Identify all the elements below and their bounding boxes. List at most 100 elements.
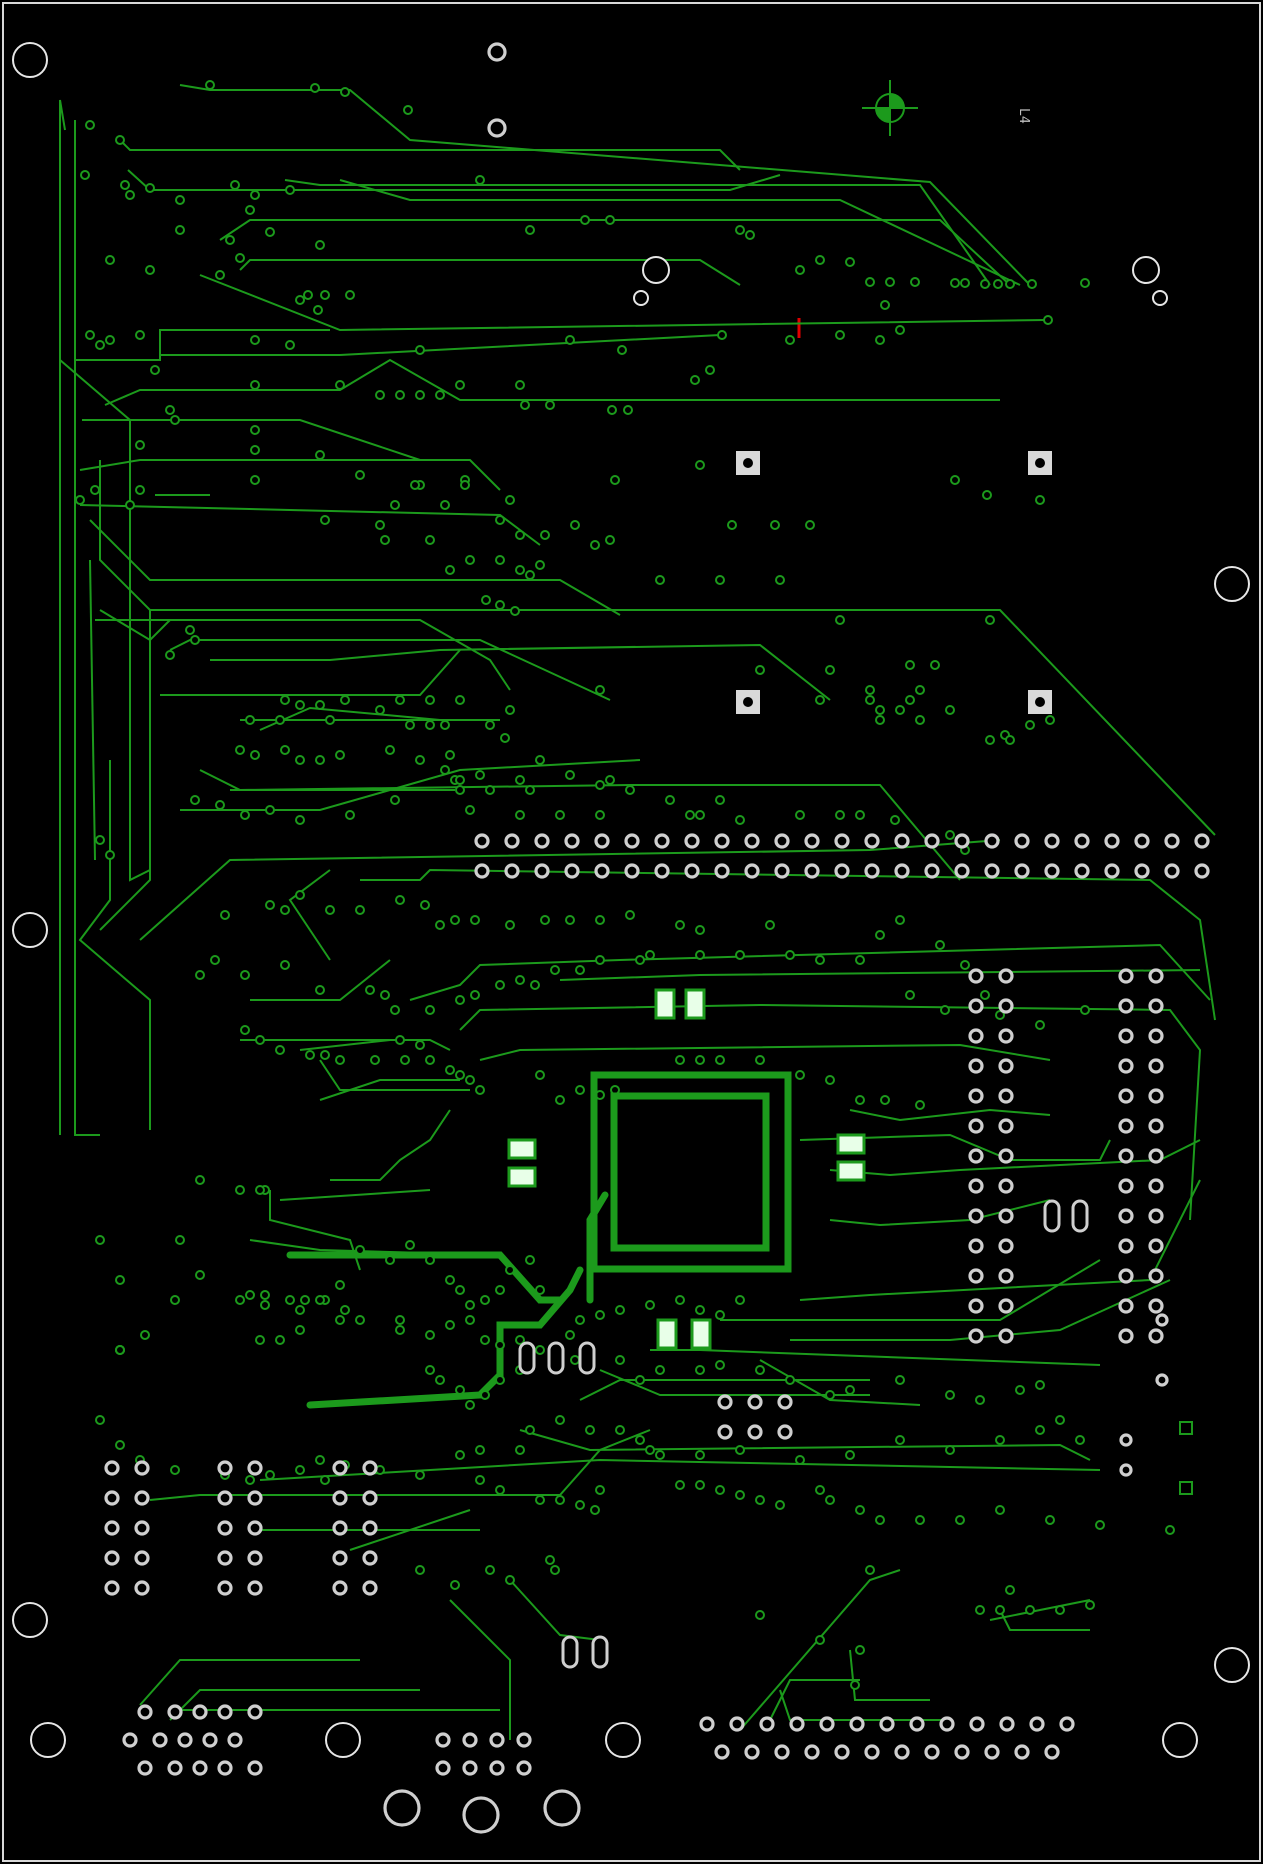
via	[250, 445, 260, 455]
header-pad	[1044, 833, 1060, 849]
via	[405, 1240, 415, 1250]
via	[120, 180, 130, 190]
connector-pad	[332, 1580, 348, 1596]
connector-pad	[968, 1028, 984, 1044]
pad	[435, 1760, 451, 1776]
via	[825, 1075, 835, 1085]
connector-pad	[699, 1716, 715, 1732]
connector-pad	[998, 1028, 1014, 1044]
via	[690, 375, 700, 385]
large-pad	[383, 1789, 421, 1827]
via	[335, 750, 345, 760]
dsub-pad	[217, 1760, 233, 1776]
via	[125, 500, 135, 510]
square-pad-hole	[1035, 697, 1045, 707]
via	[855, 955, 865, 965]
via	[555, 1495, 565, 1505]
via	[345, 290, 355, 300]
connector-pad	[998, 1298, 1014, 1314]
connector-pad	[134, 1520, 150, 1536]
dsub-pad	[192, 1704, 208, 1720]
via	[220, 910, 230, 920]
via	[485, 1565, 495, 1575]
connector-pad	[134, 1460, 150, 1476]
via	[280, 905, 290, 915]
via	[335, 380, 345, 390]
via	[735, 815, 745, 825]
via	[1025, 720, 1035, 730]
trace	[169, 639, 611, 701]
via	[465, 805, 475, 815]
connector-pad	[729, 1716, 745, 1732]
via	[755, 665, 765, 675]
via	[535, 755, 545, 765]
via	[510, 606, 520, 616]
via	[355, 1245, 365, 1255]
via	[755, 1365, 765, 1375]
via	[365, 985, 375, 995]
via	[1025, 1605, 1035, 1615]
via	[1015, 1385, 1025, 1395]
pad	[747, 1424, 763, 1440]
via	[885, 277, 895, 287]
connector-pad	[804, 1744, 820, 1760]
via	[475, 770, 485, 780]
via	[95, 1415, 105, 1425]
header-pad	[804, 833, 820, 849]
via	[940, 1005, 950, 1015]
via	[385, 745, 395, 755]
via	[475, 1445, 485, 1455]
via	[495, 980, 505, 990]
via	[145, 265, 155, 275]
via	[505, 920, 515, 930]
via	[695, 1480, 705, 1490]
trace	[479, 1043, 1051, 1061]
connector-pad	[939, 1716, 955, 1732]
via	[425, 720, 435, 730]
via	[195, 1175, 205, 1185]
via	[745, 230, 755, 240]
via	[395, 1035, 405, 1045]
via	[265, 900, 275, 910]
pad	[747, 1394, 763, 1410]
via	[85, 120, 95, 130]
large-pad	[462, 1796, 500, 1834]
via	[115, 1275, 125, 1285]
via	[1005, 279, 1015, 289]
connector-pad	[362, 1550, 378, 1566]
via	[195, 970, 205, 980]
via	[715, 1055, 725, 1065]
via	[605, 215, 615, 225]
trace	[559, 969, 1201, 981]
via	[255, 1185, 265, 1195]
via	[865, 685, 875, 695]
dsub-pad	[217, 1704, 233, 1720]
header-pad	[504, 863, 520, 879]
via	[935, 940, 945, 950]
via	[425, 1330, 435, 1340]
connector-pad	[1148, 1088, 1164, 1104]
connector-pad	[134, 1490, 150, 1506]
connector-pad	[217, 1550, 233, 1566]
via	[635, 1435, 645, 1445]
trace	[739, 1569, 901, 1731]
header-pad	[624, 833, 640, 849]
via	[580, 215, 590, 225]
via	[235, 745, 245, 755]
via	[525, 1425, 535, 1435]
via	[480, 1335, 490, 1345]
via	[795, 265, 805, 275]
via	[565, 1330, 575, 1340]
connector-pad	[217, 1460, 233, 1476]
via	[295, 755, 305, 765]
connector-pad	[968, 1238, 984, 1254]
via	[945, 830, 955, 840]
via	[335, 1280, 345, 1290]
via	[505, 495, 515, 505]
via	[260, 1290, 270, 1300]
via	[875, 1515, 885, 1525]
trace	[79, 459, 501, 491]
via	[550, 965, 560, 975]
via	[715, 575, 725, 585]
